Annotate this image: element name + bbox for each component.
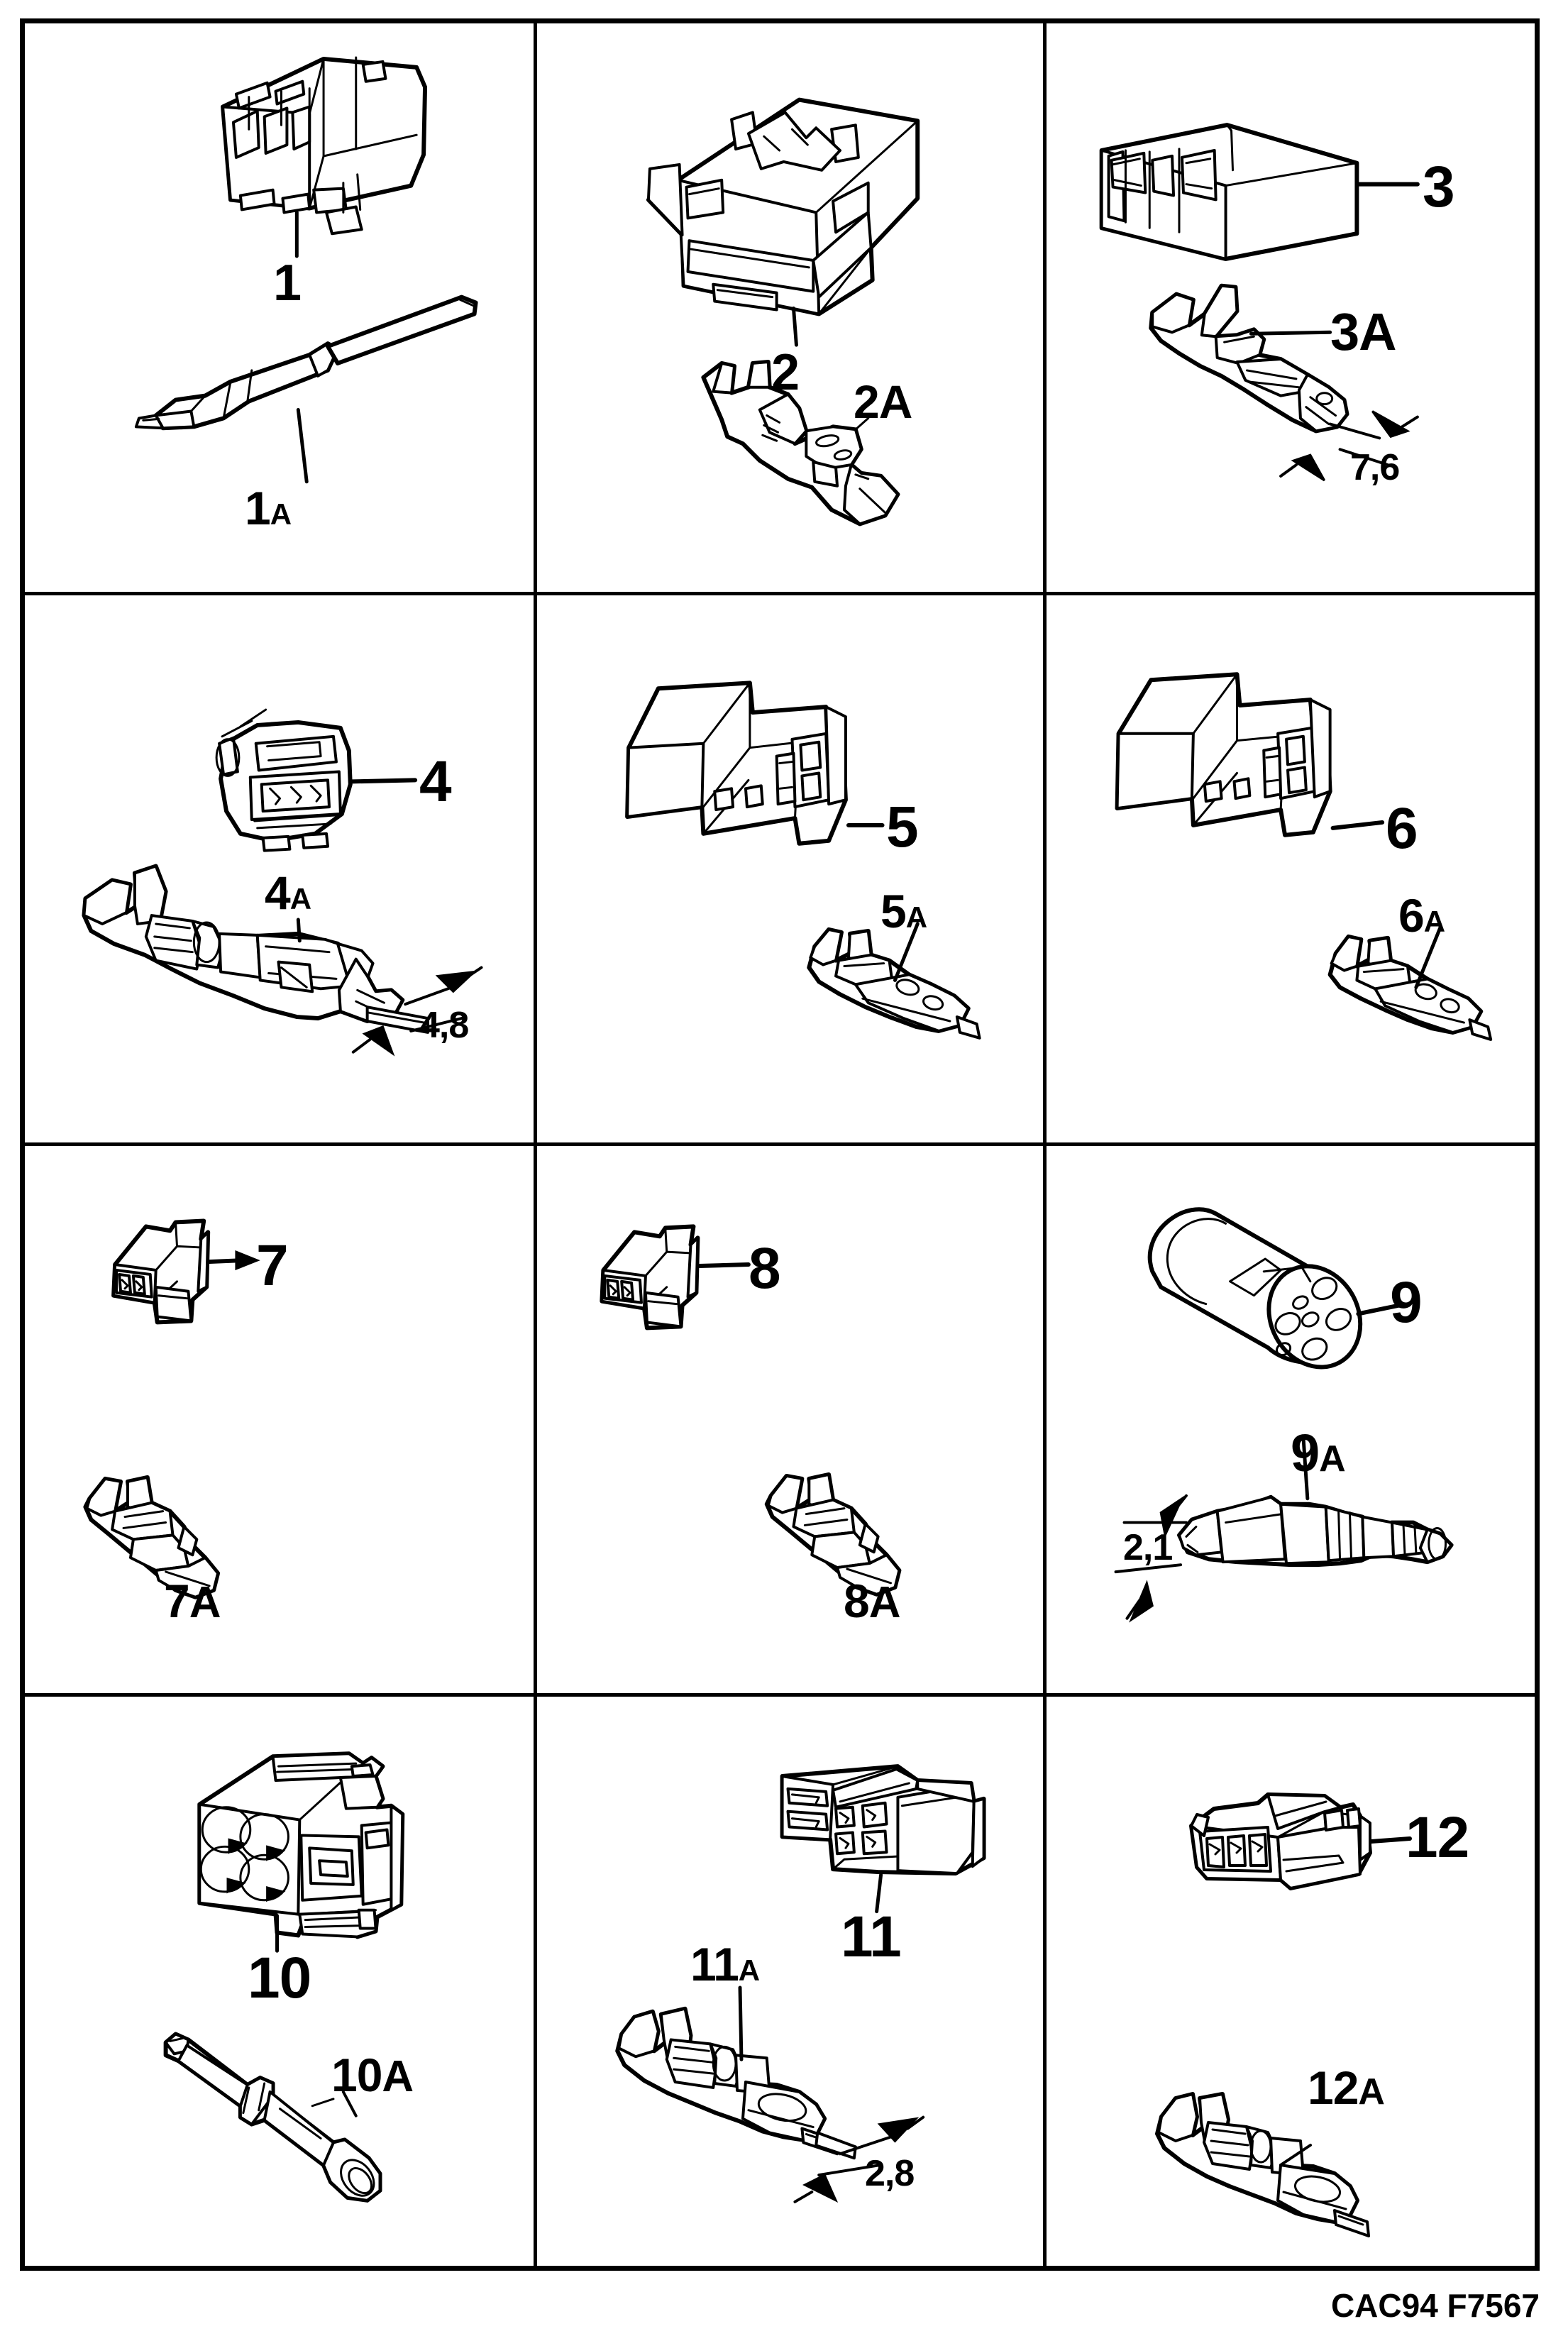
terminal-number-9a: 9A xyxy=(1291,1427,1346,1480)
connector-number-7: 7 xyxy=(256,1233,289,1298)
dimension-label-4a: 4,8 xyxy=(419,1005,469,1046)
connector-number-6: 6 xyxy=(1386,796,1418,861)
terminal-suffix-2a: A xyxy=(878,375,913,428)
terminal-number-6a-text: 6 xyxy=(1398,889,1425,942)
terminal-suffix-9a: A xyxy=(1319,1438,1346,1480)
terminal-number-7a-text: 7 xyxy=(164,1575,190,1627)
terminal-suffix-6a: A xyxy=(1423,905,1446,938)
terminal-number-11a: 11A xyxy=(690,1941,760,1988)
part-cell-5: 5 5A xyxy=(537,595,1047,1146)
terminal-suffix-11a: A xyxy=(738,1954,761,1987)
connector-illustration-11 xyxy=(615,1764,986,2203)
terminal-number-10a-text: 10 xyxy=(331,2049,382,2101)
connector-number-10: 10 xyxy=(248,1946,311,2010)
connector-number-3: 3 xyxy=(1423,155,1455,219)
terminal-suffix-10a: A xyxy=(382,2052,414,2101)
dimension-label-3a: 7,6 xyxy=(1350,447,1400,488)
connector-illustration-9 xyxy=(1114,1207,1454,1623)
terminal-number-7a: 7A xyxy=(164,1577,221,1625)
connector-illustration-12 xyxy=(1155,1792,1412,2237)
terminal-number-12a-text: 12 xyxy=(1308,2061,1359,2114)
terminal-number-2a: 2A xyxy=(854,378,912,425)
connector-illustration-2 xyxy=(646,97,920,527)
connector-number-5: 5 xyxy=(886,795,919,859)
terminal-number-9a-text: 9 xyxy=(1291,1423,1320,1482)
part-cell-9: 9 9A 2,1 xyxy=(1047,1146,1535,1697)
terminal-number-8a: 8A xyxy=(844,1577,901,1625)
part-cell-11: 11 11A 2,8 xyxy=(537,1697,1047,2266)
connector-number-1: 1 xyxy=(273,255,302,312)
part-cell-3: 3 3A 7,6 xyxy=(1047,23,1535,595)
terminal-number-12a: 12A xyxy=(1308,2064,1385,2111)
connector-number-11: 11 xyxy=(841,1905,902,1969)
dimension-label-11a: 2,8 xyxy=(865,2153,915,2194)
part-cell-12: 12 12A xyxy=(1047,1697,1535,2266)
drawing-code: CAC94 F7567 xyxy=(1330,2287,1540,2324)
part-cell-10: 10 10A xyxy=(25,1697,537,2266)
terminal-number-5a-text: 5 xyxy=(880,885,907,937)
terminal-number-6a: 6A xyxy=(1398,892,1445,939)
connector-illustration-7 xyxy=(83,1218,260,1599)
terminal-number-11a-text: 11 xyxy=(690,1938,739,1990)
terminal-suffix-5a: A xyxy=(905,900,928,934)
part-cell-8: 8 8A xyxy=(537,1146,1047,1697)
connector-number-2: 2 xyxy=(771,344,800,401)
terminal-suffix-7a: A xyxy=(189,1578,221,1627)
dimension-label-9a: 2,1 xyxy=(1123,1527,1173,1568)
part-cell-4: 4 4A 4,8 xyxy=(25,595,537,1146)
parts-grid: 1 1A xyxy=(20,18,1540,2271)
terminal-suffix-12a: A xyxy=(1358,2071,1385,2113)
part-cell-2: 2 2A xyxy=(537,23,1047,595)
connector-illustration-8 xyxy=(600,1224,902,1597)
terminal-suffix-8a: A xyxy=(868,1578,901,1627)
part-cell-6: 6 6A xyxy=(1047,595,1535,1146)
terminal-number-4a: 4A xyxy=(265,869,311,916)
part-cell-1: 1 1A xyxy=(25,23,537,595)
connector-illustration-5 xyxy=(625,681,981,1040)
terminal-suffix-4a: A xyxy=(289,882,312,915)
terminal-number-8a-text: 8 xyxy=(844,1575,870,1627)
terminal-number-5a: 5A xyxy=(880,888,927,935)
connector-number-4: 4 xyxy=(419,749,452,814)
terminal-number-3a-text: 3 xyxy=(1330,302,1359,361)
terminal-suffix-1a: A xyxy=(270,497,292,531)
connector-illustration-3 xyxy=(1099,123,1420,482)
terminal-number-1a-text: 1 xyxy=(245,482,271,534)
terminal-number-10a: 10A xyxy=(331,2051,414,2099)
terminal-number-3a: 3A xyxy=(1330,306,1397,358)
terminal-suffix-3a: A xyxy=(1359,302,1397,361)
part-cell-7: 7 7A xyxy=(25,1146,537,1697)
connector-number-12: 12 xyxy=(1406,1805,1469,1870)
terminal-number-2a-text: 2 xyxy=(854,375,880,428)
connector-illustration-6 xyxy=(1115,672,1493,1041)
terminal-number-4a-text: 4 xyxy=(265,866,291,919)
connector-number-8: 8 xyxy=(749,1236,781,1301)
connector-number-9: 9 xyxy=(1390,1270,1423,1335)
terminal-number-1a: 1A xyxy=(245,485,292,531)
